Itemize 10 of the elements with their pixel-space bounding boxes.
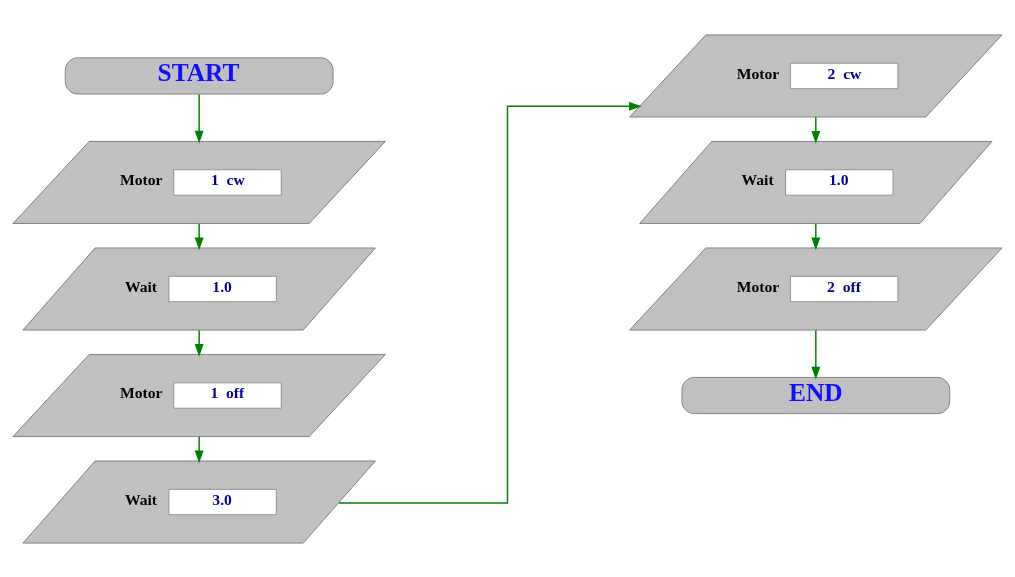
arrow bbox=[194, 328, 204, 357]
node-box: END bbox=[681, 376, 951, 414]
arrow bbox=[194, 435, 204, 463]
arrow bbox=[194, 222, 204, 250]
arrow bbox=[811, 328, 821, 379]
arrow bbox=[338, 101, 642, 504]
arrow bbox=[811, 115, 821, 144]
arrow bbox=[811, 222, 821, 250]
arrow bbox=[194, 93, 204, 143]
node-box: START bbox=[64, 56, 334, 94]
